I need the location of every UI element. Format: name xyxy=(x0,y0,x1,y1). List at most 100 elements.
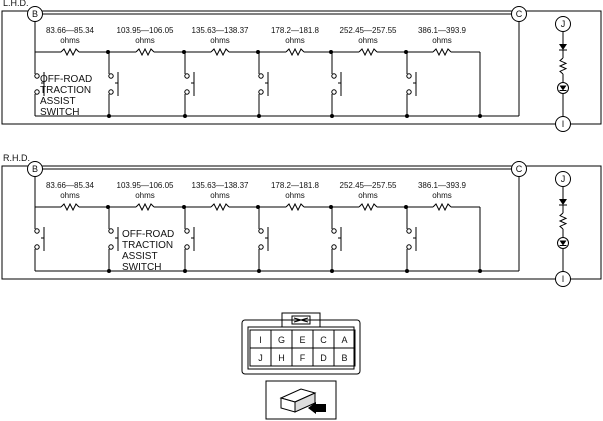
switch-contact xyxy=(406,89,412,95)
connector-pin-label: B xyxy=(341,353,347,363)
switch-label-line: SWITCH xyxy=(40,107,79,118)
junction-dot xyxy=(330,114,334,118)
resistor-unit: ohms xyxy=(135,191,155,200)
resistor-value: 252.45—257.55 xyxy=(340,26,397,35)
resistor-value: 178.2—181.8 xyxy=(271,181,320,190)
diode-icon xyxy=(559,199,567,205)
switch-icon xyxy=(258,72,269,96)
resistor-icon xyxy=(285,47,305,57)
switch-contact xyxy=(406,73,412,79)
junction-dot xyxy=(257,114,261,118)
resistor-value: 178.2—181.8 xyxy=(271,26,320,35)
resistor-unit: ohms xyxy=(432,36,452,45)
switch-contact xyxy=(331,228,337,234)
switch-label-line: TRACTION xyxy=(40,85,91,96)
led-body xyxy=(559,240,567,246)
resistor-unit: ohms xyxy=(135,36,155,45)
junction-dot xyxy=(107,269,111,273)
switch-contact xyxy=(258,228,264,234)
junction-dot xyxy=(330,269,334,273)
switch-contact xyxy=(34,89,40,95)
connector-pin-label: D xyxy=(320,353,327,363)
switch-contact xyxy=(184,228,190,234)
terminal-j: J xyxy=(555,16,571,32)
panel-frame xyxy=(1,165,602,280)
connector-pin-label: C xyxy=(320,335,327,345)
resistor-icon xyxy=(135,202,155,212)
resistor-value: 103.95—106.05 xyxy=(117,26,174,35)
connector-pin-label: J xyxy=(258,353,263,363)
latch-mark xyxy=(293,317,309,323)
resistor-unit: ohms xyxy=(358,36,378,45)
switch-contact xyxy=(108,89,114,95)
switch-contact xyxy=(108,244,114,250)
terminal-label: C xyxy=(516,9,523,19)
terminal-circle xyxy=(27,6,43,22)
switch-icon xyxy=(406,72,417,96)
connector-cell xyxy=(333,347,356,367)
switch-label-line: TRACTION xyxy=(122,240,173,251)
switch-icon xyxy=(108,72,119,96)
arrow-icon xyxy=(308,402,326,414)
resistor-unit: ohms xyxy=(60,191,80,200)
terminal-c: C xyxy=(511,161,527,177)
resistor-icon xyxy=(60,47,80,57)
diode-icon xyxy=(559,44,567,50)
switch-contact xyxy=(331,244,337,250)
resistor-unit: ohms xyxy=(432,191,452,200)
resistor-icon xyxy=(210,47,230,57)
resistor-value: 83.66—85.34 xyxy=(46,26,95,35)
resistor-value: 135.63—138.37 xyxy=(192,26,249,35)
terminal-label: J xyxy=(561,19,566,29)
terminal-label: I xyxy=(562,119,565,129)
resistor-icon xyxy=(135,47,155,57)
resistor-icon xyxy=(60,202,80,212)
terminal-circle xyxy=(555,171,571,187)
connector-pin-label: I xyxy=(259,335,262,345)
panel-label: R.H.D. xyxy=(3,153,30,163)
resistor-icon xyxy=(432,47,452,57)
switch-icon xyxy=(258,227,269,251)
resistor-unit: ohms xyxy=(285,191,305,200)
panel-label: L.H.D. xyxy=(3,0,29,8)
switch-label-line: SWITCH xyxy=(122,262,161,273)
switch-contact xyxy=(331,73,337,79)
resistor-unit: ohms xyxy=(210,36,230,45)
terminal-b: B xyxy=(27,161,43,177)
switch-contact xyxy=(184,244,190,250)
junction-dot xyxy=(405,114,409,118)
connector-view-icon xyxy=(265,380,337,420)
junction-dot xyxy=(107,114,111,118)
view-frame xyxy=(265,380,337,420)
switch-icon xyxy=(184,227,195,251)
switch-icon xyxy=(184,72,195,96)
switch-contact xyxy=(258,89,264,95)
switch-contact xyxy=(184,73,190,79)
switch-contact xyxy=(406,244,412,250)
resistor-unit: ohms xyxy=(285,36,305,45)
switch-contact xyxy=(258,244,264,250)
switch-icon xyxy=(331,227,342,251)
terminal-label: B xyxy=(32,9,38,19)
switch-icon xyxy=(34,227,45,251)
resistor-unit: ohms xyxy=(210,191,230,200)
terminal-label: B xyxy=(32,164,38,174)
junction-dot xyxy=(257,269,261,273)
resistor-icon xyxy=(285,202,305,212)
switch-icon xyxy=(406,227,417,251)
connector-pin-label: H xyxy=(278,353,285,363)
resistor-value: 135.63—138.37 xyxy=(192,181,249,190)
connector-latch-window xyxy=(291,315,311,325)
terminal-label: J xyxy=(561,174,566,184)
terminal-j: J xyxy=(555,171,571,187)
resistor-icon xyxy=(358,202,378,212)
resistor-icon xyxy=(358,47,378,57)
resistor-value: 252.45—257.55 xyxy=(340,181,397,190)
terminal-circle xyxy=(555,16,571,32)
resistor-unit: ohms xyxy=(358,191,378,200)
junction-dot xyxy=(405,269,409,273)
junction-dot xyxy=(478,269,482,273)
switch-contact xyxy=(406,228,412,234)
switch-contact xyxy=(108,228,114,234)
